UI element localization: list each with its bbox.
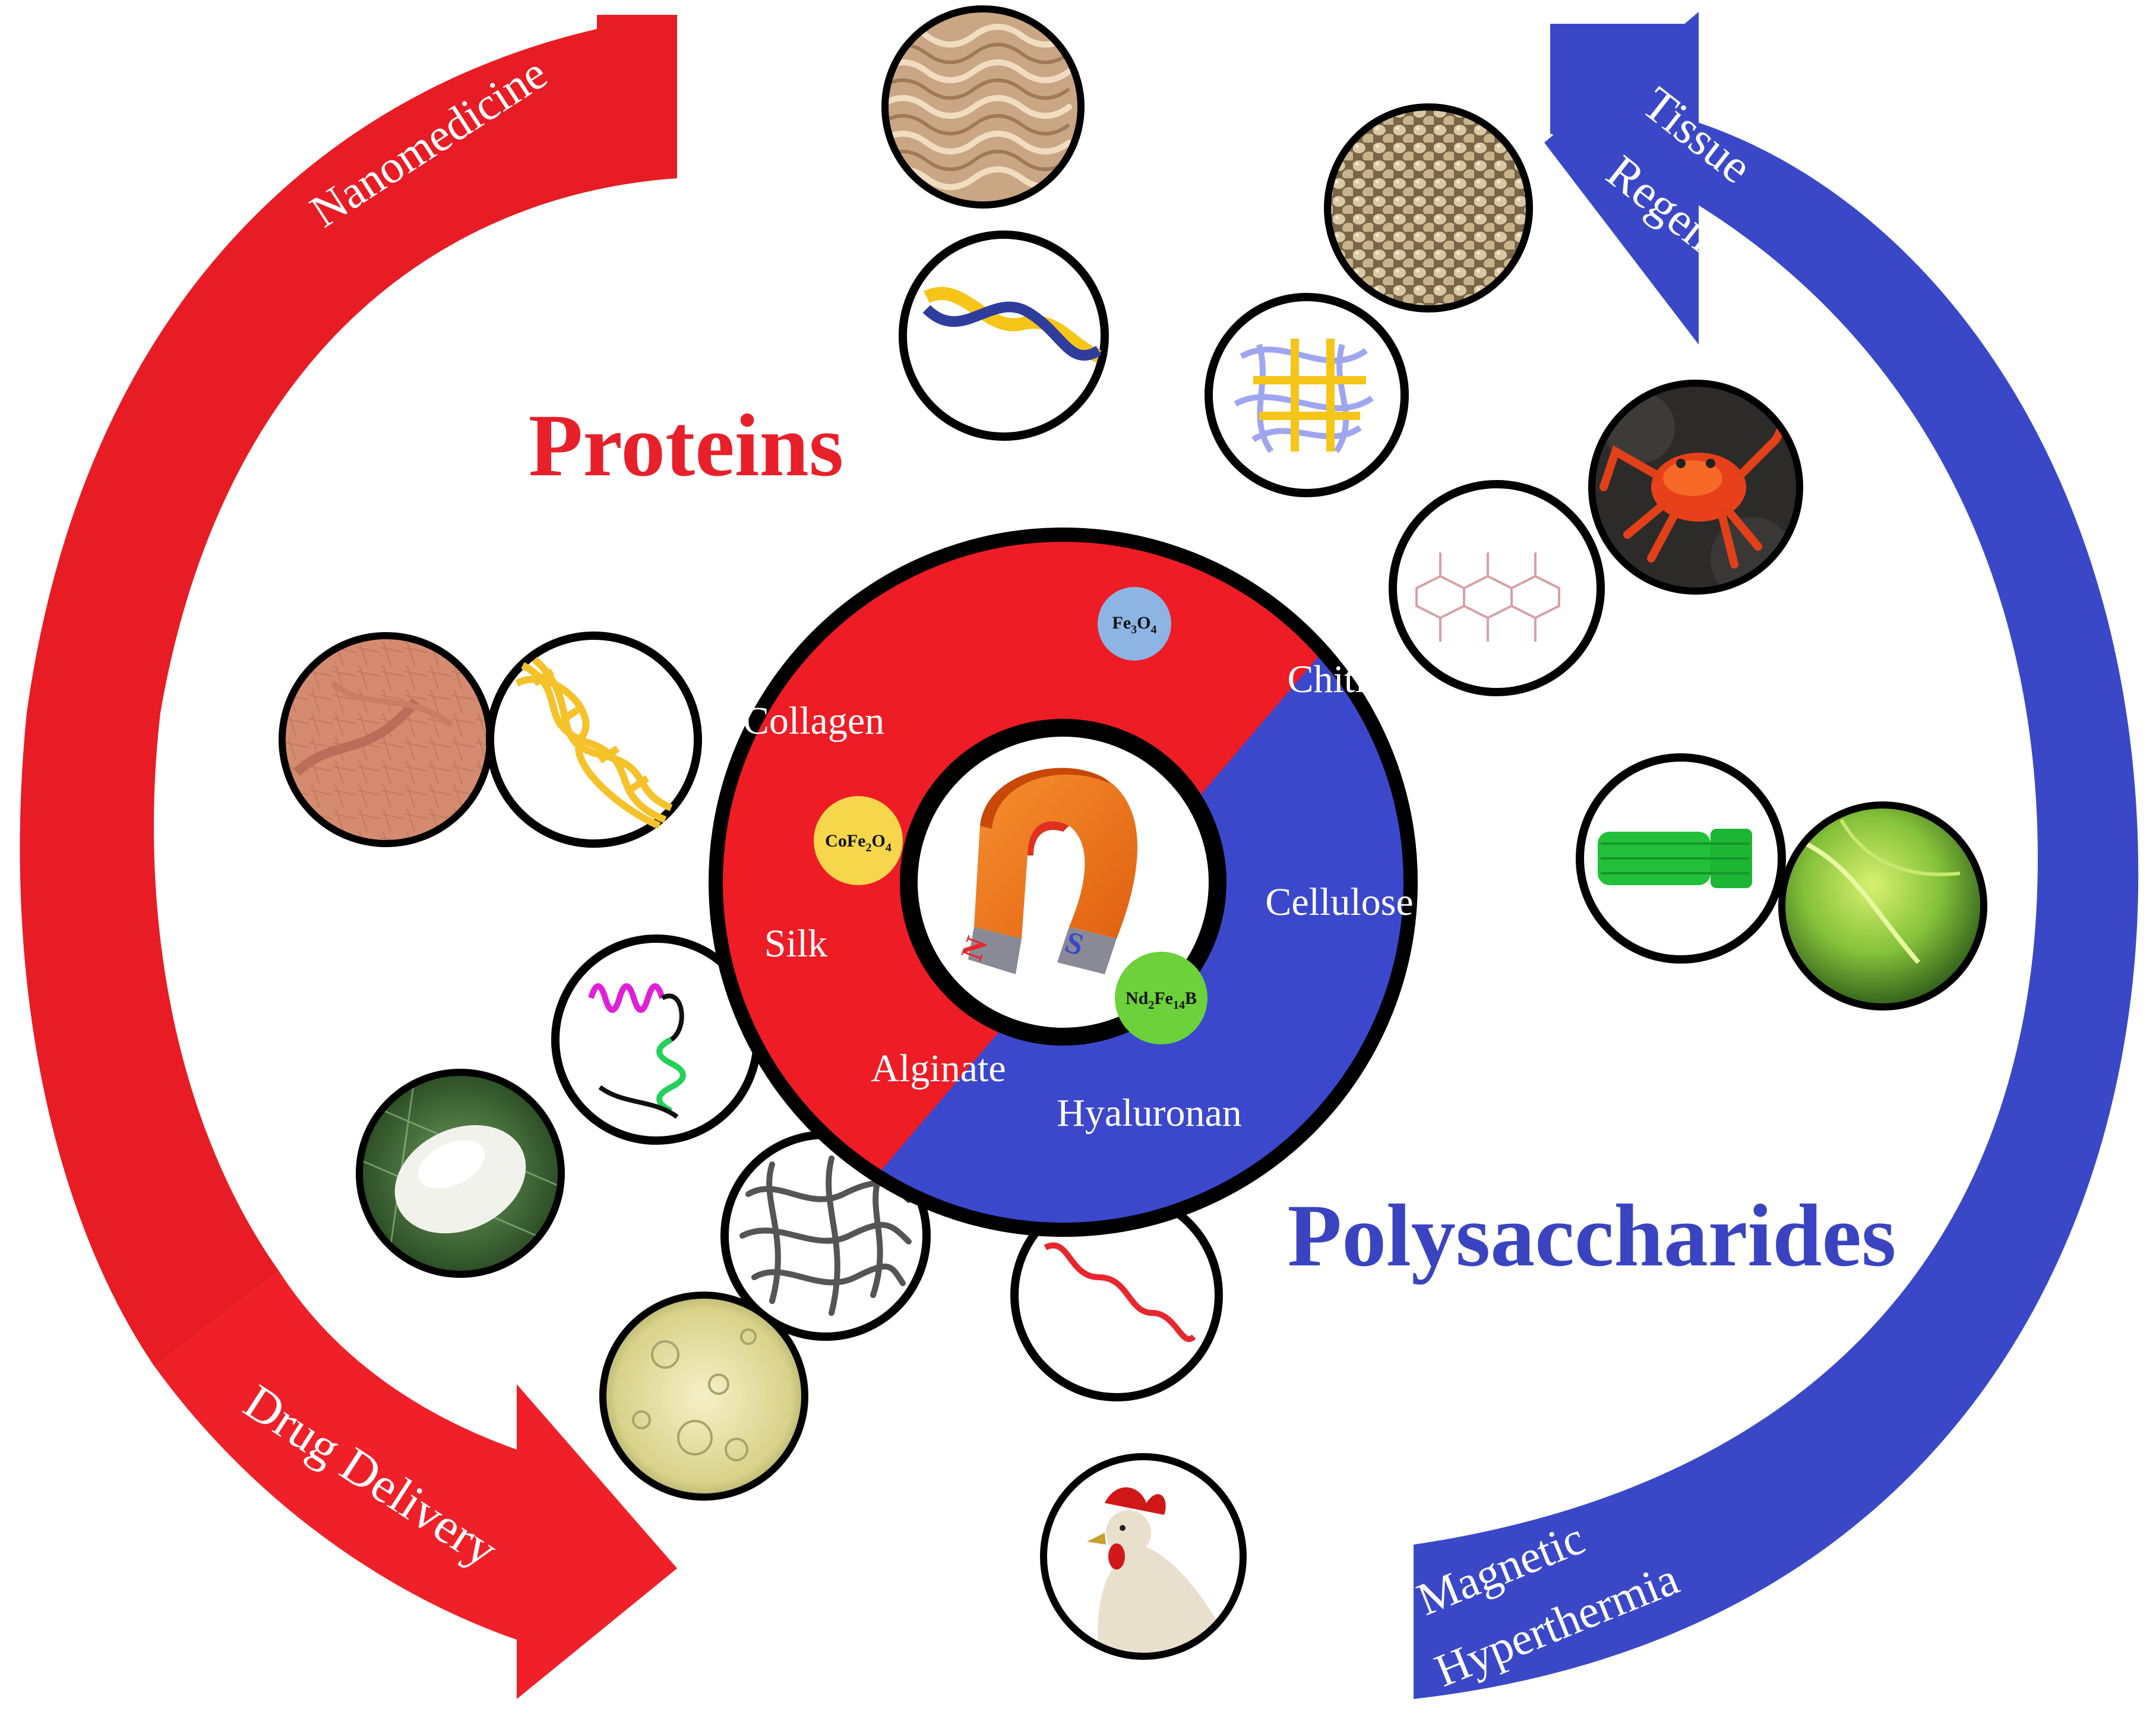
svg-text:Nd2Fe14B: Nd2Fe14B bbox=[1126, 989, 1197, 1012]
svg-text:CoFe2O4: CoFe2O4 bbox=[825, 831, 892, 854]
alginate-label: Alginate bbox=[871, 1047, 1006, 1090]
ndfeb-nanoparticle: Nd2Fe14B bbox=[1115, 952, 1207, 1044]
tissue-regeneration-arrow bbox=[1414, 12, 2139, 1699]
cellulose-label: Cellulose bbox=[1265, 880, 1413, 924]
soy-label: Soy bbox=[1196, 506, 1257, 550]
nanomedicine-arrow bbox=[20, 15, 677, 1366]
alginate-mesh-icon bbox=[720, 1131, 931, 1341]
central-ring bbox=[709, 528, 1418, 1237]
chitin-label: Chitin bbox=[1287, 658, 1385, 701]
collagen-label: Collagen bbox=[743, 699, 884, 743]
soy-network-icon bbox=[1205, 293, 1409, 497]
cofe2o4-nanoparticle: CoFe2O4 bbox=[814, 796, 903, 885]
silk-cocoon-photo bbox=[356, 1069, 565, 1278]
polysaccharides-heading: Polysaccharides bbox=[1288, 1186, 1896, 1285]
cellulose-fiber-icon bbox=[1576, 753, 1786, 964]
keratin-hair-photo bbox=[881, 5, 1085, 209]
collagen-skin-photo bbox=[279, 632, 494, 847]
keratin-label: Keratin bbox=[939, 482, 1057, 526]
chitin-crab-photo bbox=[1588, 380, 1803, 595]
collagen-triple-helix-icon bbox=[486, 631, 702, 848]
fe3o4-nanoparticle: Fe3O4 bbox=[1098, 587, 1171, 661]
alginate-bubble-photo bbox=[599, 1292, 808, 1501]
silk-label: Silk bbox=[764, 922, 827, 965]
hyaluronan-label: Hyaluronan bbox=[1057, 1091, 1242, 1135]
cellulose-leaf-photo bbox=[1778, 801, 1987, 1011]
chitin-chain-icon bbox=[1389, 480, 1605, 696]
keratin-helix-icon bbox=[899, 231, 1109, 441]
hyaluronan-rooster-photo bbox=[1040, 1453, 1247, 1660]
proteins-heading: Proteins bbox=[529, 396, 844, 495]
soy-seeds-photo bbox=[1324, 103, 1533, 312]
drug-delivery-arrow bbox=[154, 1271, 677, 1699]
svg-text:Fe3O4: Fe3O4 bbox=[1112, 613, 1157, 636]
silk-fiber-icon bbox=[551, 934, 761, 1145]
